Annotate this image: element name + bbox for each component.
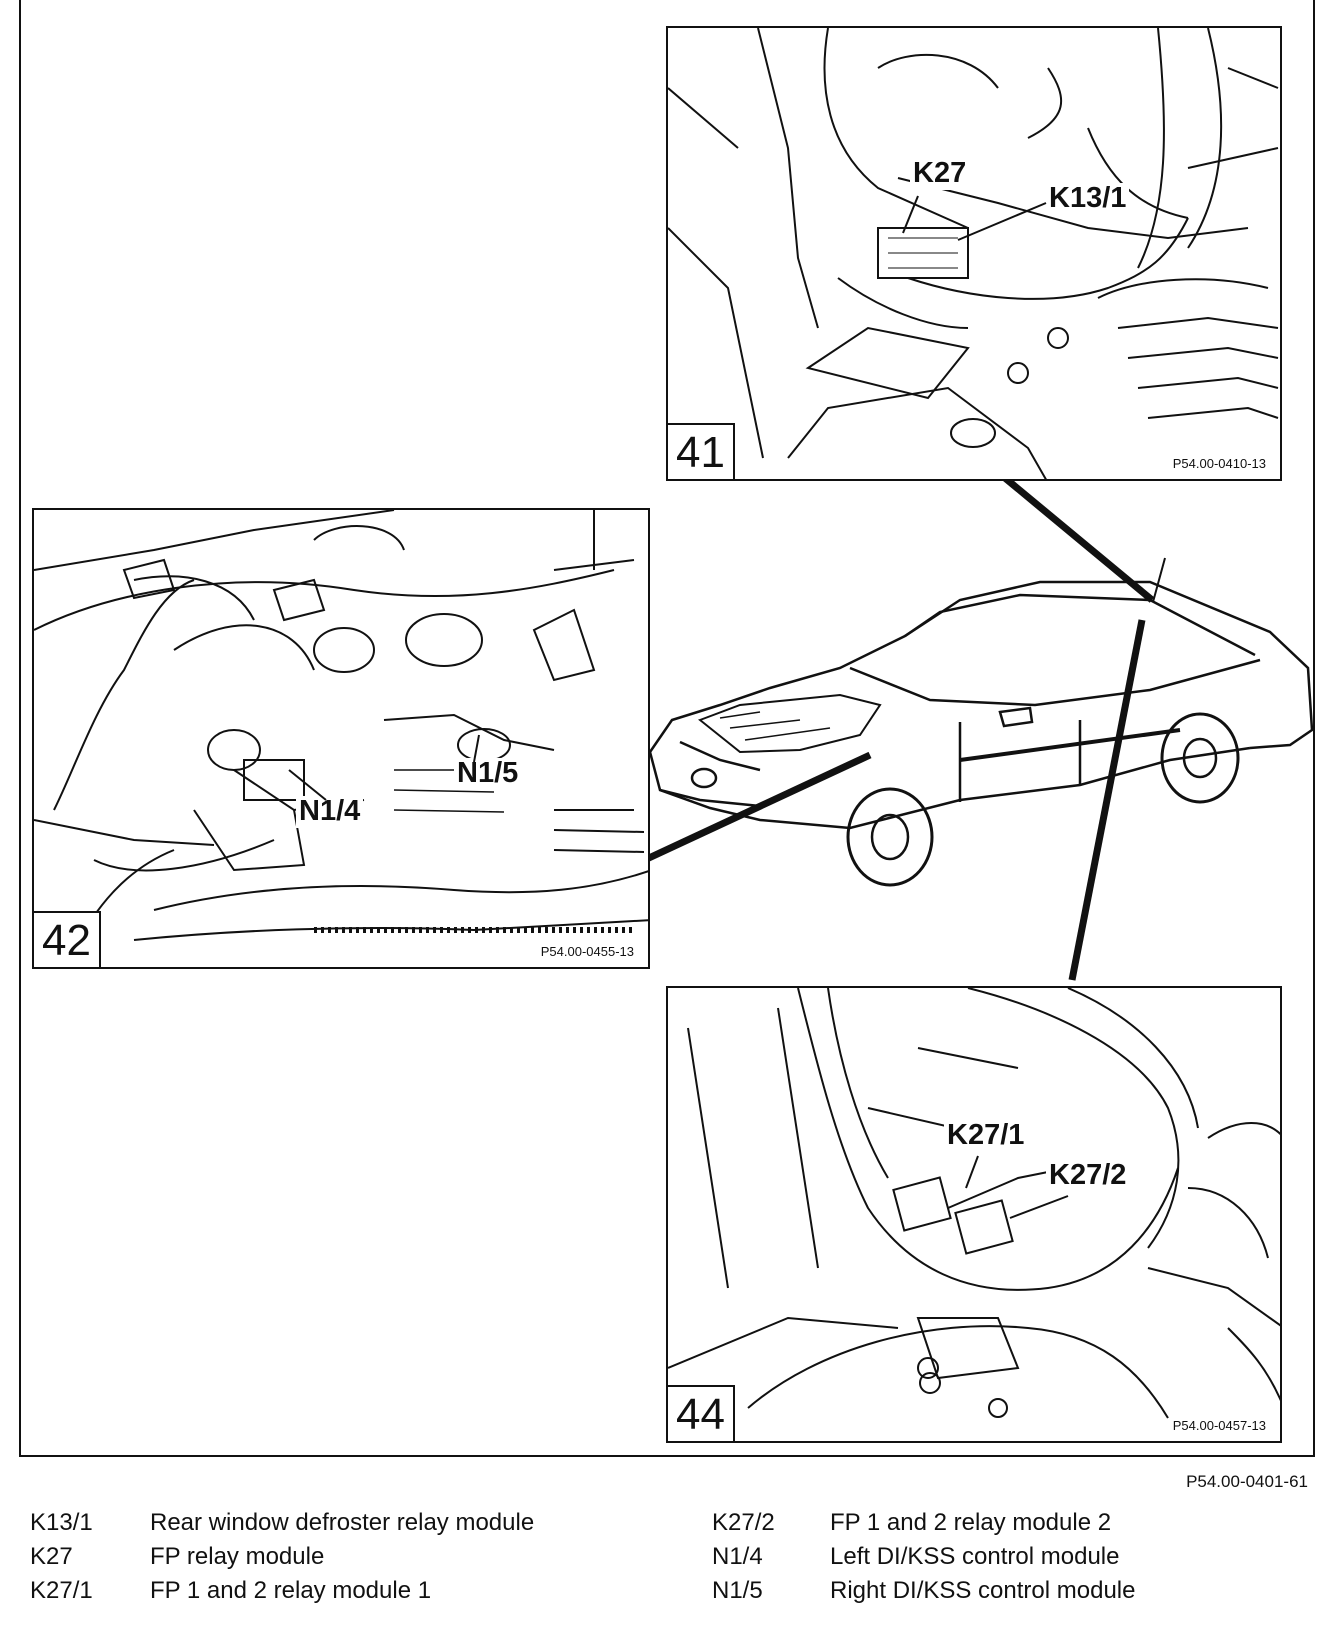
legend-row: N1/5 Right DI/KSS control module: [712, 1574, 1135, 1608]
legend-desc: FP 1 and 2 relay module 2: [830, 1509, 1112, 1536]
legend-code: N1/4: [712, 1543, 763, 1570]
legend-left: K13/1 Rear window defroster relay module…: [30, 1506, 534, 1608]
panel-number-41: 41: [668, 423, 735, 479]
legend-desc: Rear window defroster relay module: [150, 1509, 535, 1536]
legend-desc: FP 1 and 2 relay module 1: [150, 1577, 432, 1604]
callout-k27-2: K27/2: [1046, 1159, 1130, 1192]
legend-code: K27/1: [30, 1577, 93, 1604]
callout-n1-5: N1/5: [454, 757, 522, 790]
callout-n1-4: N1/4: [296, 795, 364, 828]
panel-number-42: 42: [34, 911, 101, 967]
leader-line-44: [1068, 619, 1146, 981]
panel-ref-41: P54.00-0410-13: [1172, 456, 1266, 471]
panel-ref-44: P54.00-0457-13: [1172, 1418, 1266, 1433]
leader-line-42: [634, 751, 872, 868]
panel-ref-42: P54.00-0455-13: [540, 944, 634, 959]
callout-k27: K27: [910, 157, 970, 190]
panel-number-44: 44: [668, 1385, 735, 1441]
panel-44: K27/1 K27/2 44 P54.00-0457-13: [666, 986, 1282, 1443]
legend-row: K13/1 Rear window defroster relay module: [30, 1506, 534, 1540]
legend-row: N1/4 Left DI/KSS control module: [712, 1540, 1135, 1574]
callout-k27-1: K27/1: [944, 1119, 1028, 1152]
legend-code: K27: [30, 1543, 73, 1570]
diagram-frame: [19, 0, 1315, 1457]
legend-desc: Left DI/KSS control module: [830, 1543, 1120, 1570]
legend-code: K27/2: [712, 1509, 775, 1536]
panel-42: N1/4 N1/5 42 P54.00-0455-13: [32, 508, 650, 969]
legend-row: K27 FP relay module: [30, 1540, 534, 1574]
legend-row: K27/2 FP 1 and 2 relay module 2: [712, 1506, 1135, 1540]
callout-k13-1: K13/1: [1046, 182, 1130, 215]
leader-line-41: [1002, 475, 1155, 603]
legend-row: K27/1 FP 1 and 2 relay module 1: [30, 1574, 534, 1608]
figure-ref: P54.00-0401-61: [1186, 1472, 1308, 1491]
legend-code: K13/1: [30, 1509, 93, 1536]
legend-right: K27/2 FP 1 and 2 relay module 2 N1/4 Lef…: [712, 1506, 1135, 1608]
legend-code: N1/5: [712, 1577, 763, 1604]
panel-41: K27 K13/1 41 P54.00-0410-13: [666, 26, 1282, 481]
legend-desc: Right DI/KSS control module: [830, 1577, 1136, 1604]
legend-desc: FP relay module: [150, 1543, 325, 1570]
